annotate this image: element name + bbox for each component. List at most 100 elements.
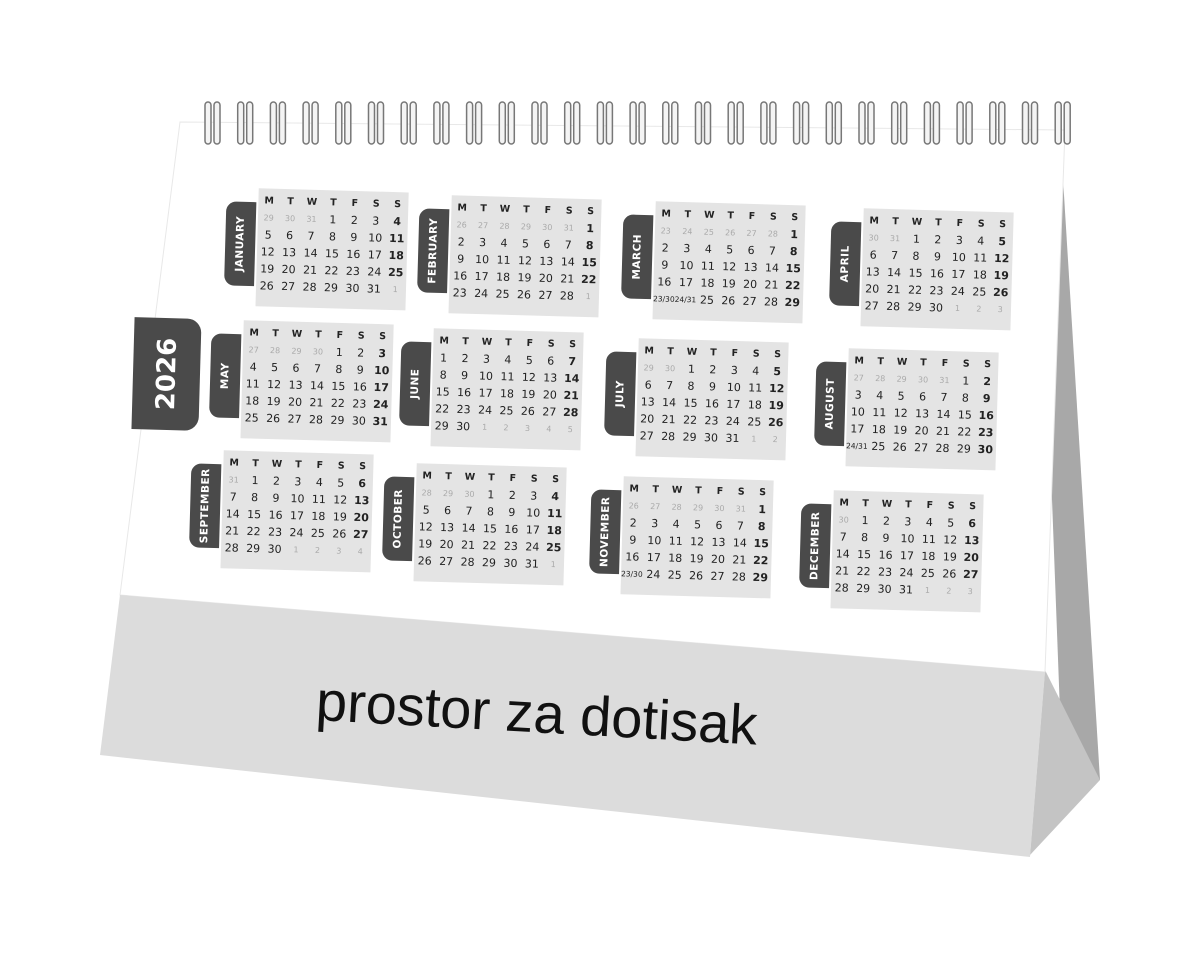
day-cell: 28 (935, 441, 950, 456)
day-cell: 19 (689, 552, 704, 566)
weekday-header: T (252, 458, 259, 470)
spiral-ring (409, 101, 417, 145)
spiral-ring (400, 101, 408, 145)
day-cell: 5 (998, 235, 1007, 249)
day-cell-other-month: 2 (503, 423, 509, 433)
day-cell: 16 (657, 275, 672, 289)
day-cell: 17 (525, 523, 540, 537)
day-cell: 9 (933, 250, 942, 264)
weekday-header: F (336, 329, 344, 342)
day-cell: 23 (704, 414, 719, 428)
weekday-header: W (703, 209, 715, 221)
day-cell: 21 (460, 538, 476, 552)
weekday-header: M (854, 355, 865, 367)
day-cell: 2 (629, 516, 637, 530)
day-cell: 5 (947, 516, 955, 530)
day-cell: 20 (542, 388, 557, 402)
day-cell: 18 (972, 268, 987, 282)
day-cell: 17 (474, 269, 489, 284)
weekday-header: S (552, 474, 560, 486)
day-cell: 17 (373, 380, 390, 395)
day-cell: 15 (482, 522, 498, 536)
day-cell: 13 (743, 260, 758, 275)
weekday-header: M (661, 208, 672, 220)
weekday-header: F (509, 472, 517, 485)
weekday-header: T (522, 204, 530, 216)
day-cell-other-month: 28 (767, 229, 779, 239)
day-cell: 13 (963, 533, 980, 548)
day-cell: 8 (250, 491, 259, 505)
weekday-header: S (337, 460, 345, 472)
spiral-ring (1030, 101, 1039, 145)
month-name: SEPTEMBER (198, 468, 213, 544)
day-cell: 10 (478, 369, 494, 383)
day-cell: 11 (311, 492, 327, 507)
day-cell: 24 (525, 540, 540, 554)
day-cell-other-month: 29 (263, 213, 274, 223)
day-cell: 17 (646, 550, 662, 565)
day-cell: 26 (688, 569, 704, 583)
weekday-header: F (316, 459, 324, 472)
day-cell: 26 (892, 440, 907, 454)
weekday-header: S (357, 330, 365, 342)
day-cell: 2 (272, 474, 281, 488)
month-name: AUGUST (823, 378, 837, 430)
weekday-header: T (480, 203, 487, 215)
day-cell: 9 (508, 505, 516, 520)
weekday-header: F (351, 197, 359, 210)
day-cell: 20 (963, 550, 980, 565)
spiral-ring (433, 101, 441, 145)
weekday-header: T (314, 329, 322, 341)
day-cell: 3 (955, 233, 964, 248)
spiral-ring (213, 101, 221, 145)
day-cell: 11 (245, 377, 260, 391)
day-cell: 27 (639, 429, 654, 443)
weekday-header: T (652, 484, 660, 496)
day-cell: 22 (907, 283, 923, 297)
day-cell: 13 (914, 407, 930, 421)
day-cell: 4 (315, 475, 324, 490)
day-cell: 28 (763, 295, 779, 309)
day-cell: 22 (435, 402, 450, 416)
day-cell: 5 (726, 243, 734, 257)
day-cell: 29 (855, 581, 871, 596)
day-cell: 25 (972, 285, 987, 299)
weekday-header: F (526, 337, 534, 350)
day-cell-other-month: 27 (853, 373, 864, 383)
spiral-ring (236, 101, 245, 145)
day-cell: 29 (481, 556, 497, 570)
day-cell: 12 (418, 520, 433, 534)
day-cell: 5 (422, 503, 430, 517)
day-cell: 27 (962, 567, 979, 582)
day-cell: 22 (580, 272, 597, 287)
day-cell: 24 (725, 414, 741, 429)
weekday-header: S (759, 487, 767, 499)
day-cell: 30 (267, 542, 282, 556)
spiral-ring (801, 101, 810, 145)
day-cell: 25 (667, 568, 682, 582)
weekday-header: M (264, 195, 275, 207)
day-cell: 6 (358, 477, 367, 491)
day-cell: 19 (768, 398, 785, 413)
day-cell: 23 (352, 397, 367, 411)
day-cell: 7 (465, 504, 473, 518)
day-cell: 17 (367, 248, 382, 262)
day-cell: 11 (668, 534, 683, 548)
spiral-ring (605, 101, 614, 145)
day-cell: 17 (678, 275, 694, 290)
month-tab: JANUARY (224, 201, 257, 287)
weekday-header: T (904, 499, 912, 511)
spiral-ring (932, 101, 941, 145)
day-cell-other-month: 3 (336, 546, 342, 556)
day-cell: 27 (742, 294, 757, 309)
day-cell: 7 (768, 244, 777, 258)
day-cell: 13 (288, 378, 303, 392)
day-cell-other-month: 28 (269, 346, 281, 356)
weekday-header: T (727, 210, 735, 222)
day-cell-other-month: 2 (772, 435, 778, 445)
day-cell: 14 (225, 507, 240, 521)
day-cell: 15 (435, 385, 450, 399)
